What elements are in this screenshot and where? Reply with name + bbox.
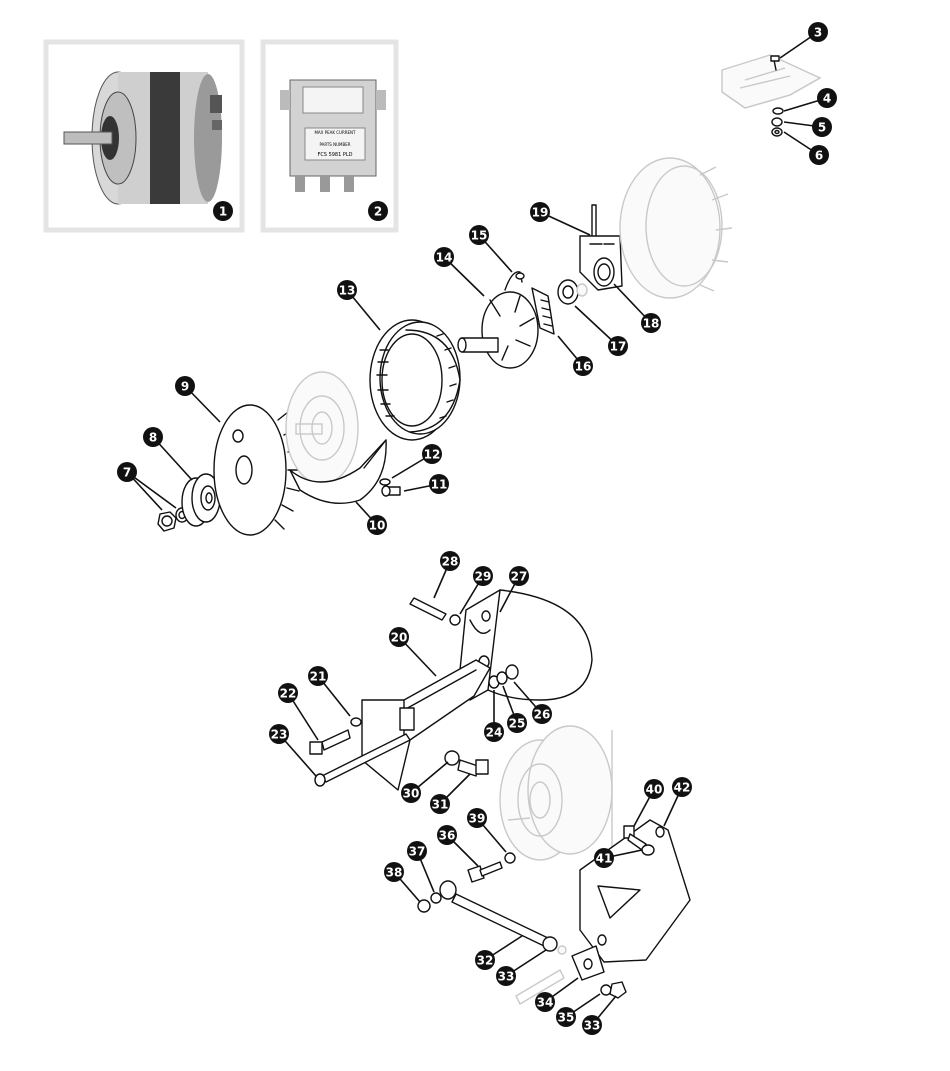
svg-text:3: 3 <box>814 26 822 40</box>
callout-7: 7 <box>117 462 137 482</box>
svg-text:42: 42 <box>674 781 691 795</box>
callout-33a: 33 <box>496 966 516 986</box>
svg-text:12: 12 <box>424 448 441 462</box>
callout-39: 39 <box>467 808 487 828</box>
front-assembly-drawing <box>157 371 401 536</box>
callout-16: 16 <box>573 356 593 376</box>
regulator-drawing <box>721 54 822 137</box>
callout-17: 17 <box>608 336 628 356</box>
callout-11: 11 <box>429 474 449 494</box>
callout-38: 38 <box>384 862 404 882</box>
svg-text:40: 40 <box>646 783 663 797</box>
svg-text:16: 16 <box>575 360 592 374</box>
callout-13: 13 <box>337 280 357 300</box>
svg-text:1: 1 <box>219 205 227 219</box>
svg-text:28: 28 <box>442 555 459 569</box>
svg-text:31: 31 <box>432 798 449 812</box>
svg-text:30: 30 <box>403 787 420 801</box>
callout-4: 4 <box>817 88 837 108</box>
svg-text:11: 11 <box>431 478 448 492</box>
callout-2: 2 <box>368 201 388 221</box>
callout-1: 1 <box>213 201 233 221</box>
callout-34: 34 <box>535 992 555 1012</box>
svg-text:19: 19 <box>532 206 549 220</box>
callout-18: 18 <box>641 313 661 333</box>
callout-29: 29 <box>473 566 493 586</box>
regulator-photo-panel: MAX PEAK CURRENT PARTS NUMBER FCS 5981 P… <box>260 39 399 233</box>
regulator-photo: MAX PEAK CURRENT PARTS NUMBER FCS 5981 P… <box>280 79 386 192</box>
callout-30: 30 <box>401 783 421 803</box>
callout-27: 27 <box>509 566 529 586</box>
svg-text:24: 24 <box>486 726 503 740</box>
callout-24: 24 <box>484 722 504 742</box>
callout-8: 8 <box>143 427 163 447</box>
callout-37: 37 <box>407 841 427 861</box>
svg-text:9: 9 <box>181 380 189 394</box>
callout-23: 23 <box>269 724 289 744</box>
callout-41: 41 <box>594 848 614 868</box>
svg-text:29: 29 <box>475 570 492 584</box>
callout-12: 12 <box>422 444 442 464</box>
svg-text:18: 18 <box>643 317 660 331</box>
svg-text:7: 7 <box>123 466 131 480</box>
svg-text:21: 21 <box>310 670 327 684</box>
svg-text:26: 26 <box>534 708 551 722</box>
callout-42: 42 <box>672 777 692 797</box>
svg-text:41: 41 <box>596 852 613 866</box>
svg-text:33: 33 <box>584 1019 601 1033</box>
svg-text:25: 25 <box>509 717 526 731</box>
alternator-photo-panel <box>43 39 245 233</box>
callout-5: 5 <box>812 117 832 137</box>
regulator-label-brand: PARTS NUMBER <box>319 142 350 147</box>
callout-21: 21 <box>308 666 328 686</box>
callout-26: 26 <box>532 704 552 724</box>
callout-31: 31 <box>430 794 450 814</box>
mounting-bracket-drawing <box>309 589 691 1005</box>
svg-text:4: 4 <box>823 92 831 106</box>
callout-20: 20 <box>389 627 409 647</box>
callout-19: 19 <box>530 202 550 222</box>
svg-text:32: 32 <box>477 954 494 968</box>
callout-32: 32 <box>475 950 495 970</box>
callout-10: 10 <box>367 515 387 535</box>
svg-text:6: 6 <box>815 149 823 163</box>
svg-text:8: 8 <box>149 431 157 445</box>
callout-6: 6 <box>809 145 829 165</box>
regulator-label-part-no: FCS 5981 PLD <box>317 152 352 158</box>
callout-36: 36 <box>437 825 457 845</box>
svg-text:10: 10 <box>369 519 386 533</box>
regulator-label-header: MAX PEAK CURRENT <box>314 130 356 135</box>
svg-text:20: 20 <box>391 631 408 645</box>
svg-text:39: 39 <box>469 812 486 826</box>
callout-33b: 33 <box>582 1015 602 1035</box>
svg-text:2: 2 <box>374 205 382 219</box>
svg-text:15: 15 <box>471 229 488 243</box>
svg-text:13: 13 <box>339 284 356 298</box>
svg-text:27: 27 <box>511 570 528 584</box>
svg-text:14: 14 <box>436 251 453 265</box>
alternator-photo <box>63 71 222 205</box>
svg-text:22: 22 <box>280 687 297 701</box>
callout-3: 3 <box>808 22 828 42</box>
callout-28: 28 <box>440 551 460 571</box>
svg-text:5: 5 <box>818 121 826 135</box>
callout-35: 35 <box>556 1007 576 1027</box>
callout-22: 22 <box>278 683 298 703</box>
svg-text:33: 33 <box>498 970 515 984</box>
svg-text:35: 35 <box>558 1011 575 1025</box>
svg-text:23: 23 <box>271 728 288 742</box>
svg-text:38: 38 <box>386 866 403 880</box>
callouts: 1 2 3 4 5 6 7 8 9 10 11 12 13 14 15 16 1… <box>117 22 837 1035</box>
svg-text:36: 36 <box>439 829 456 843</box>
callout-14: 14 <box>434 247 454 267</box>
svg-text:17: 17 <box>610 340 627 354</box>
stator-rotor-drawing <box>369 157 733 441</box>
svg-text:37: 37 <box>409 845 426 859</box>
callout-40: 40 <box>644 779 664 799</box>
callout-25: 25 <box>507 713 527 733</box>
callout-9: 9 <box>175 376 195 396</box>
svg-text:34: 34 <box>537 996 554 1010</box>
callout-15: 15 <box>469 225 489 245</box>
